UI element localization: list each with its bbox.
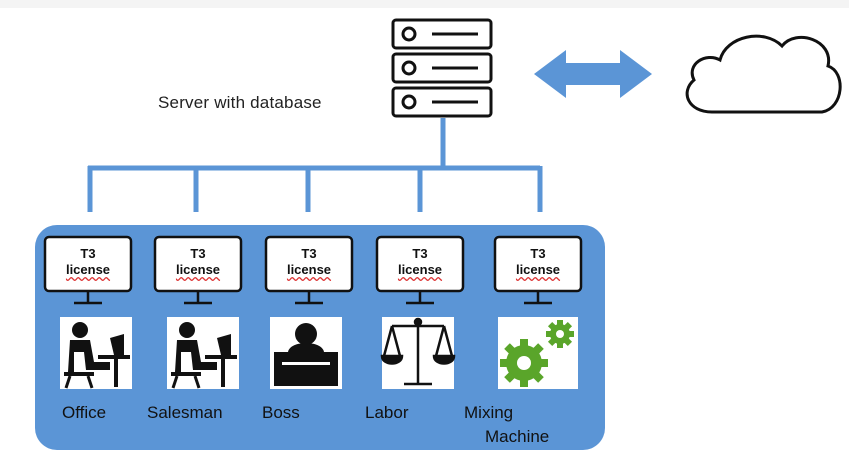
- monitor-line2: license: [286, 262, 332, 277]
- monitor-icon: [43, 235, 133, 305]
- monitor-line2: license: [515, 262, 561, 277]
- person-at-desk-icon: [171, 322, 237, 389]
- person-at-desk-icon: [64, 322, 130, 389]
- role-label-mixing: Mixing: [464, 403, 514, 422]
- server-icon: [391, 18, 493, 118]
- monitor-icon: [264, 235, 354, 305]
- role-label-machine: Machine: [485, 427, 550, 446]
- monitor-line1: T3: [530, 246, 546, 261]
- monitor-line2: license: [65, 262, 111, 277]
- monitor-text-boss: T3 license: [271, 246, 347, 278]
- monitor-icon: [493, 235, 583, 305]
- monitor-text-salesman: T3 license: [160, 246, 236, 278]
- monitor-line2: license: [397, 262, 443, 277]
- monitor-icon: [153, 235, 243, 305]
- monitor-icon: [375, 235, 465, 305]
- monitor-icons: [43, 235, 583, 305]
- monitor-line1: T3: [412, 246, 428, 261]
- monitor-text-office: T3 license: [50, 246, 126, 278]
- cloud-icon: [685, 34, 842, 114]
- role-label-labor: Labor: [365, 403, 409, 422]
- monitor-text-labor: T3 license: [382, 246, 458, 278]
- network-lines: [87, 118, 543, 212]
- role-label-salesman: Salesman: [147, 403, 223, 422]
- monitor-line2: license: [175, 262, 221, 277]
- monitor-text-mixing-machine: T3 license: [500, 246, 576, 278]
- server-label: Server with database: [158, 93, 322, 112]
- monitor-line1: T3: [190, 246, 206, 261]
- role-label-boss: Boss: [262, 403, 300, 422]
- double-arrow-icon: [534, 50, 652, 98]
- boss-at-desk-icon: [274, 323, 338, 386]
- role-label-office: Office: [62, 403, 107, 422]
- top-band: [0, 0, 849, 8]
- monitor-line1: T3: [301, 246, 317, 261]
- scales-icon: [380, 317, 456, 386]
- monitor-line1: T3: [80, 246, 96, 261]
